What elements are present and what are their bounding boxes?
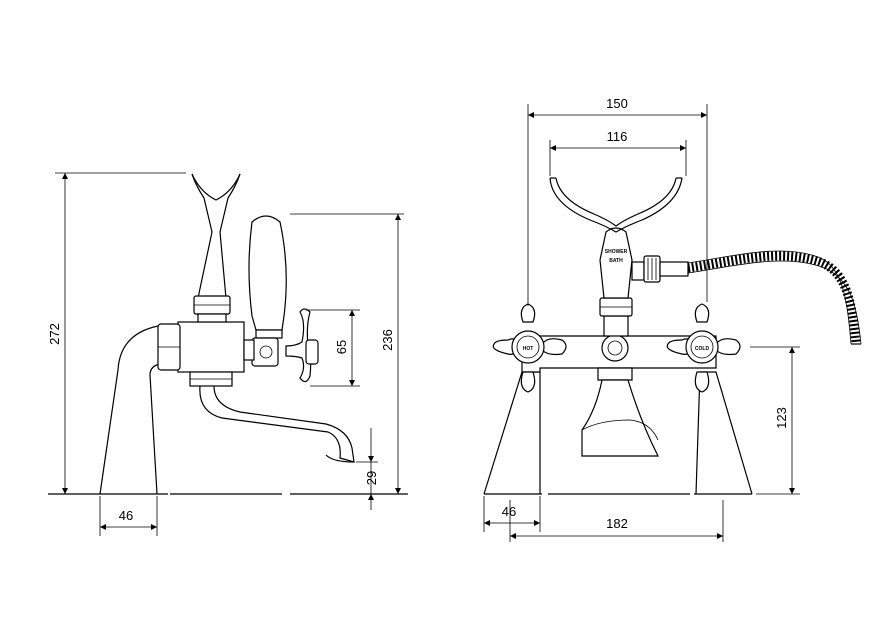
bath-label: BATH	[609, 258, 623, 264]
cold-cross-handle: COLD	[666, 303, 741, 393]
dim-182: 182	[606, 516, 628, 531]
spout-front	[581, 379, 659, 457]
leg-right	[695, 371, 753, 495]
dim-272: 272	[47, 323, 62, 345]
spout	[199, 385, 355, 463]
front-view: HOT COLD SHOWER BATH	[483, 96, 862, 542]
diverter-lever	[599, 227, 633, 299]
centre-boss	[601, 334, 629, 362]
valve-body	[177, 321, 245, 373]
hot-cross-handle: HOT	[492, 303, 567, 393]
dim-150: 150	[606, 96, 628, 111]
dim-123: 123	[774, 407, 789, 429]
hot-label: HOT	[523, 346, 534, 352]
cradle-outer	[549, 177, 683, 233]
cradle-arm-right	[219, 173, 241, 299]
dim-65: 65	[334, 340, 349, 354]
shower-label: SHOWER	[605, 249, 628, 255]
side-view: 272 236 65 29 46	[47, 172, 408, 536]
pillar-left-edge	[99, 325, 160, 495]
lever-handle	[248, 215, 287, 331]
cold-label: COLD	[695, 346, 710, 352]
dim-236: 236	[380, 329, 395, 351]
dim-46-front: 46	[502, 504, 516, 519]
pillar-right-edge	[149, 363, 161, 495]
dim-116: 116	[607, 129, 628, 144]
shower-hose	[687, 251, 861, 345]
dim-46-side: 46	[119, 508, 133, 523]
dim-29: 29	[364, 471, 379, 485]
cradle-arm-left	[191, 173, 213, 299]
